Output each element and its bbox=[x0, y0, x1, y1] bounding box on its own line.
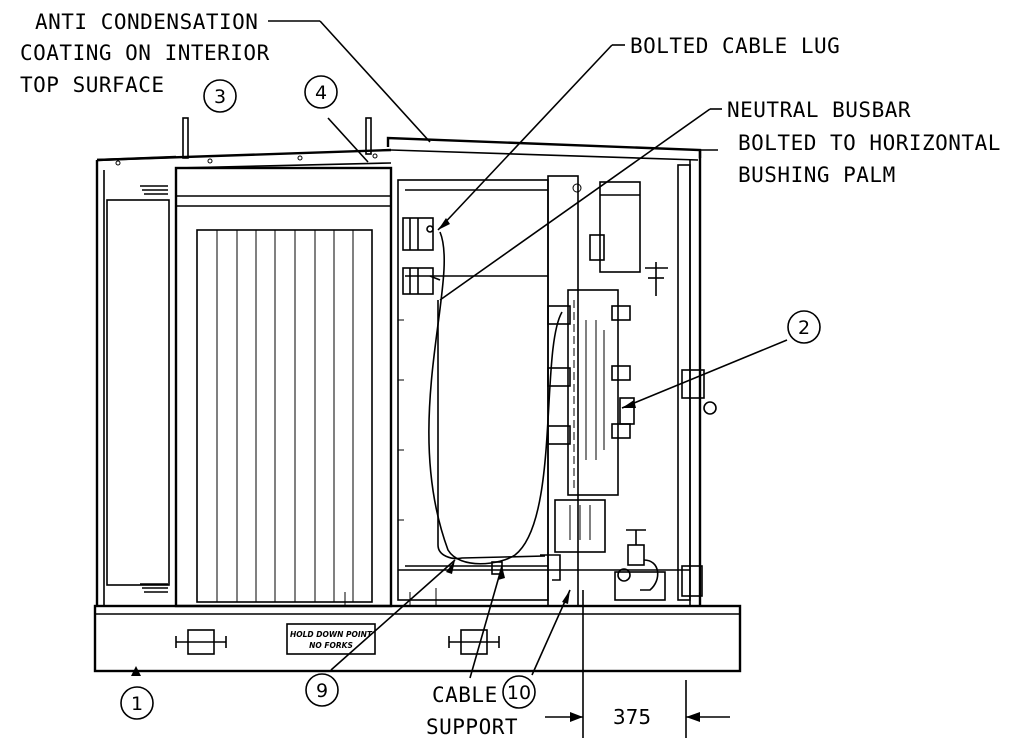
balloon-9: 9 bbox=[305, 673, 339, 707]
balloon-3: 3 bbox=[203, 79, 237, 113]
hv-bushing-upper bbox=[402, 217, 434, 251]
callout-neutral-busbar-line2: BOLTED TO HORIZONTAL bbox=[738, 131, 1001, 155]
balloon-10: 10 bbox=[502, 675, 536, 709]
callout-bolted-cable-lug: BOLTED CABLE LUG bbox=[630, 34, 840, 58]
hold-down-bracket-left bbox=[175, 629, 227, 655]
balloon-4-label: 4 bbox=[315, 82, 327, 104]
hv-bushing-lower bbox=[402, 267, 441, 295]
balloon-3-label: 3 bbox=[214, 86, 226, 108]
callout-anti-condensation-line3: TOP SURFACE bbox=[20, 73, 165, 97]
leader-lines bbox=[131, 20, 788, 738]
base-skid: HOLD DOWN POINT NO FORKS bbox=[93, 604, 742, 673]
hold-down-bracket-right bbox=[448, 629, 500, 655]
hold-down-plate-line1: HOLD DOWN POINT bbox=[290, 630, 373, 639]
cable-compartment bbox=[344, 136, 718, 607]
switchgear-unit bbox=[547, 289, 635, 553]
callout-neutral-busbar-line1: NEUTRAL BUSBAR bbox=[727, 98, 911, 122]
drain-valve bbox=[614, 529, 666, 601]
hold-down-plate-line2: NO FORKS bbox=[309, 641, 353, 650]
balloon-4: 4 bbox=[304, 75, 338, 109]
balloon-9-label: 9 bbox=[316, 680, 328, 702]
callout-cable-support-line2: SUPPORT bbox=[426, 715, 518, 738]
balloon-2-label: 2 bbox=[798, 317, 810, 339]
balloon-1-label: 1 bbox=[131, 693, 143, 715]
balloon-2: 2 bbox=[787, 310, 821, 344]
balloon-10-label: 10 bbox=[507, 682, 531, 704]
hold-down-plate: HOLD DOWN POINT NO FORKS bbox=[286, 623, 376, 655]
dimension-value: 375 bbox=[613, 705, 651, 729]
balloon-1: 1 bbox=[120, 686, 154, 720]
callout-anti-condensation-line2: COATING ON INTERIOR bbox=[20, 41, 270, 65]
callout-neutral-busbar-line3: BUSHING PALM bbox=[738, 163, 896, 187]
callout-anti-condensation-line1: ANTI CONDENSATION bbox=[35, 10, 258, 34]
control-box bbox=[589, 181, 668, 296]
callout-cable-support-line1: CABLE bbox=[432, 683, 498, 707]
radiator-section bbox=[95, 117, 393, 608]
